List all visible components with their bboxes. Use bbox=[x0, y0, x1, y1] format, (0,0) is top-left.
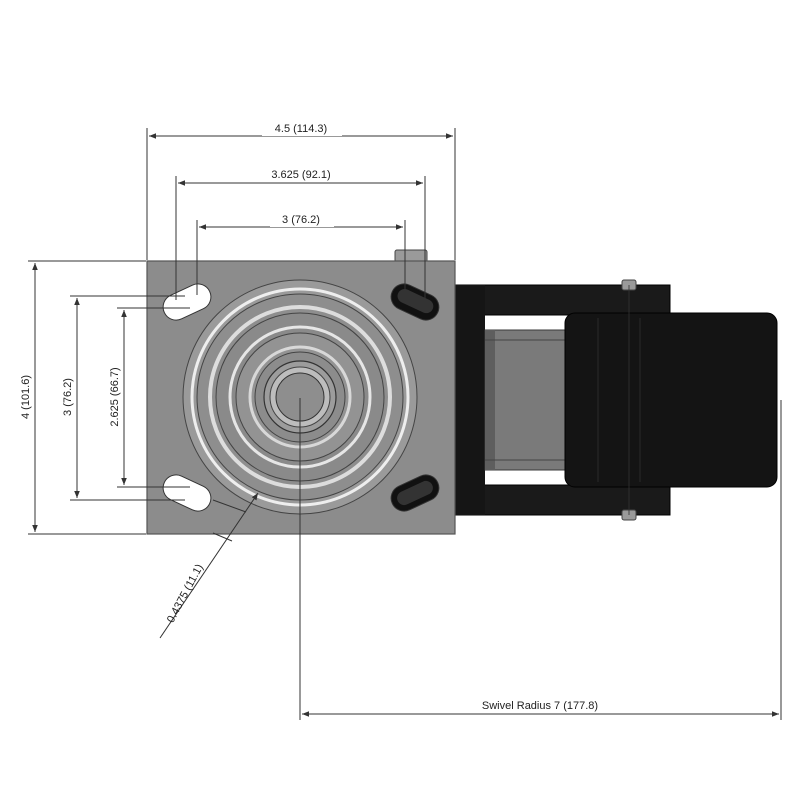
label-hole-spacing-vertical-outer: 3 (76.2) bbox=[62, 378, 74, 416]
slot-bottom-left bbox=[162, 474, 212, 512]
hub-housing-shade bbox=[485, 330, 495, 470]
kingpin bbox=[263, 360, 337, 434]
label-overall-width: 4.5 (114.3) bbox=[275, 123, 327, 135]
label-overall-length: 4 (101.6) bbox=[20, 375, 32, 419]
slot-top-left bbox=[162, 283, 212, 321]
label-bolt-hole-size: 0.4375 (11.1) bbox=[165, 562, 206, 625]
wheel-assembly bbox=[394, 249, 778, 521]
fork-neck bbox=[455, 285, 485, 515]
fork-leg-top bbox=[454, 284, 671, 316]
top-plate bbox=[146, 260, 456, 535]
wheel bbox=[564, 312, 778, 488]
label-hole-spacing-outer: 3.625 (92.1) bbox=[271, 169, 330, 181]
slot-top-right bbox=[390, 283, 440, 321]
slot-bottom-right bbox=[390, 474, 440, 512]
dimension-lines bbox=[28, 128, 782, 720]
fork-leg-bottom bbox=[454, 484, 671, 516]
label-swivel-radius: Swivel Radius 7 (177.8) bbox=[482, 700, 598, 712]
hub-housing bbox=[484, 329, 566, 471]
label-hole-spacing-inner: 3 (76.2) bbox=[282, 214, 320, 226]
label-hole-spacing-vertical-inner: 2.625 (66.7) bbox=[109, 367, 121, 426]
fork-nut bbox=[394, 249, 428, 263]
